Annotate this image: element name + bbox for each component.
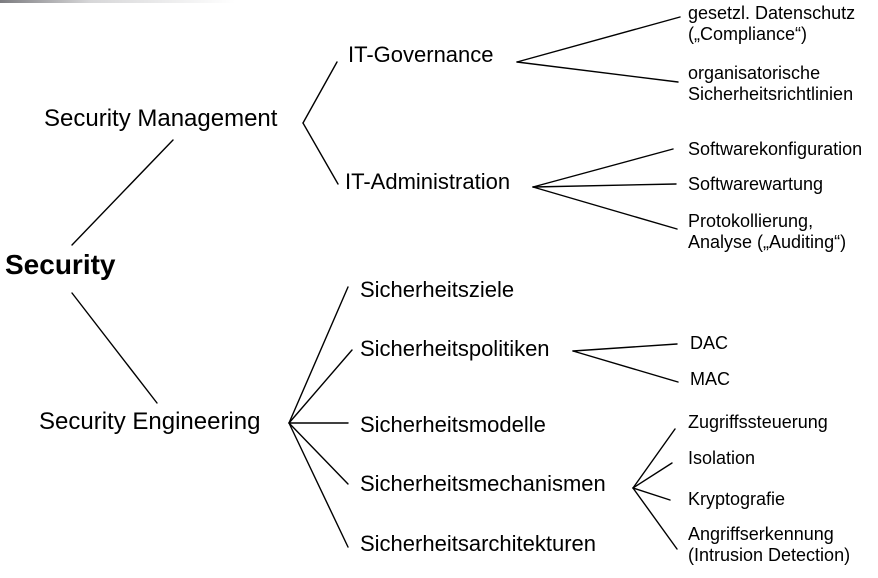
edge-security-engineering bbox=[71, 292, 158, 404]
edge-mechanismen-angriffserkennung bbox=[632, 487, 678, 550]
leaf-mac: MAC bbox=[690, 369, 730, 389]
edge-administration-protokollierung bbox=[532, 186, 678, 230]
edge-security-management bbox=[71, 139, 174, 246]
leaf-softwarekonfiguration: Softwarekonfiguration bbox=[688, 139, 863, 159]
edge-mechanismen-isolation bbox=[632, 462, 673, 489]
edge-governance-richtlinien bbox=[516, 61, 679, 83]
node-security-management: Security Management bbox=[44, 105, 278, 132]
node-security: Security bbox=[5, 249, 116, 280]
edge-administration-konfiguration bbox=[532, 148, 674, 188]
edge-mechanismen-kryptografie bbox=[632, 487, 671, 501]
node-it-administration: IT-Administration bbox=[345, 169, 511, 194]
leaf-organisatorische-richtlinien: organisatorische Sicherheitsrichtlinien bbox=[688, 63, 854, 104]
edge-management-governance bbox=[302, 61, 338, 124]
leaf-angriffserkennung: Angriffserkennung (Intrusion Detection) bbox=[688, 524, 851, 565]
edge-politiken-mac bbox=[572, 350, 679, 383]
leaf-softwarewartung: Softwarewartung bbox=[688, 174, 824, 194]
edge-engineering-mechanismen bbox=[288, 422, 349, 485]
leaf-gesetzl-datenschutz: gesetzl. Datenschutz („Compliance“) bbox=[688, 3, 856, 44]
edge-politiken-dac bbox=[572, 343, 678, 352]
node-sicherheitsarchitekturen: Sicherheitsarchitekturen bbox=[360, 531, 597, 556]
edge-mechanismen-zugriffssteuerung bbox=[632, 428, 676, 489]
scan-artifact-top-left bbox=[0, 0, 235, 3]
edge-engineering-ziele bbox=[288, 286, 349, 424]
leaf-zugriffssteuerung: Zugriffssteuerung bbox=[688, 412, 828, 432]
edge-management-administration bbox=[302, 122, 339, 185]
node-it-governance: IT-Governance bbox=[348, 42, 494, 67]
node-sicherheitsziele: Sicherheitsziele bbox=[360, 277, 515, 302]
leaf-protokollierung-analyse: Protokollierung, Analyse („Auditing“) bbox=[688, 211, 847, 252]
leaf-dac: DAC bbox=[690, 333, 729, 353]
node-sicherheitspolitiken: Sicherheitspolitiken bbox=[360, 336, 550, 361]
leaf-kryptografie: Kryptografie bbox=[688, 489, 786, 509]
node-sicherheitsmodelle: Sicherheitsmodelle bbox=[360, 412, 546, 437]
node-sicherheitsmechanismen: Sicherheitsmechanismen bbox=[360, 471, 606, 496]
edge-administration-wartung bbox=[532, 183, 677, 188]
leaf-isolation: Isolation bbox=[688, 448, 756, 468]
edge-engineering-architekturen bbox=[288, 422, 349, 548]
node-security-engineering: Security Engineering bbox=[39, 408, 261, 435]
edge-governance-datenschutz bbox=[516, 16, 681, 63]
edge-engineering-politiken bbox=[288, 349, 353, 424]
